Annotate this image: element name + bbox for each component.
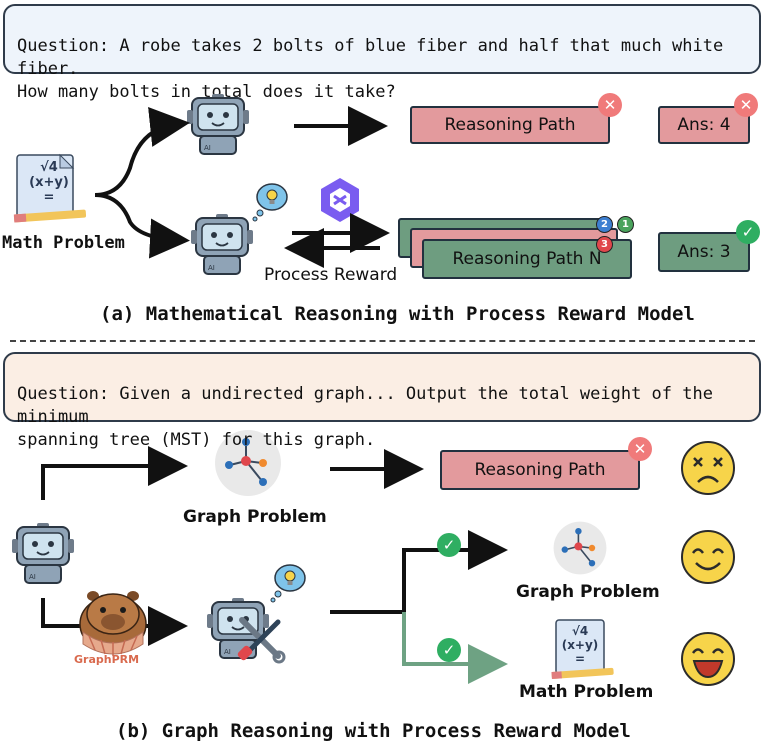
math-problem-label-2: Math Problem [519, 682, 654, 702]
bottom-question-text: Question: Given a undirected graph... Ou… [17, 384, 713, 450]
cross-badge-icon: ✕ [734, 93, 758, 117]
top-question-text: Question: A robe takes 2 bolts of blue f… [17, 36, 724, 102]
frowning-face-icon [681, 441, 735, 495]
graph-problem-label: Graph Problem [183, 507, 327, 527]
thinking-robot-icon [206, 597, 270, 659]
math-paper-text-2: √4 (x+y) = [561, 624, 599, 666]
grinning-face-icon [681, 632, 735, 686]
step-badge-3: 3 [596, 236, 613, 253]
caption-a: (a) Mathematical Reasoning with Process … [100, 303, 695, 325]
bottom-question-box: Question: Given a undirected graph... Ou… [3, 352, 761, 450]
caption-b: (b) Graph Reasoning with Process Reward … [116, 720, 631, 742]
check-badge-icon: ✓ [736, 220, 760, 244]
graphprm-label: GraphPRM [74, 653, 140, 666]
bottom-reasoning-path-box: Reasoning Path [440, 450, 640, 490]
arrow-to-graph-problem [41, 446, 188, 500]
section-divider [10, 340, 755, 342]
cross-badge-icon: ✕ [598, 93, 622, 117]
math-problem-label: Math Problem [2, 233, 125, 253]
process-reward-label: Process Reward [264, 265, 398, 285]
robot-icon [186, 93, 250, 155]
step-badge-2: 2 [596, 216, 613, 233]
arrow-to-graph-problem-2 [330, 530, 508, 614]
reasoning-path-box-wrong: Reasoning Path [410, 106, 610, 144]
robot-icon [11, 522, 75, 584]
smiling-face-icon [681, 530, 735, 584]
check-badge-icon: ✓ [437, 638, 461, 662]
thinking-robot-icon [190, 213, 254, 275]
cross-badge-icon: ✕ [628, 437, 652, 461]
graph-problem-label-2: Graph Problem [516, 582, 660, 602]
reward-model-logo-icon [321, 178, 359, 222]
fork-arrow-down [94, 193, 190, 259]
step-badge-1: 1 [617, 216, 634, 233]
arrow-to-math-problem [402, 612, 508, 684]
graph-node-icon [552, 520, 608, 576]
capybara-icon [79, 591, 147, 656]
top-question-box: Question: A robe takes 2 bolts of blue f… [3, 4, 761, 102]
math-paper-text: √4 (x+y) = [29, 160, 69, 205]
check-badge-icon: ✓ [437, 533, 461, 557]
answer-box-wrong: Ans: 4 [658, 106, 750, 144]
bulb-thought-icon [270, 564, 306, 603]
bulb-thought-icon [252, 183, 288, 222]
answer-box-right: Ans: 3 [658, 232, 750, 272]
tools-icon [237, 617, 286, 664]
fork-arrow-up [94, 107, 190, 197]
